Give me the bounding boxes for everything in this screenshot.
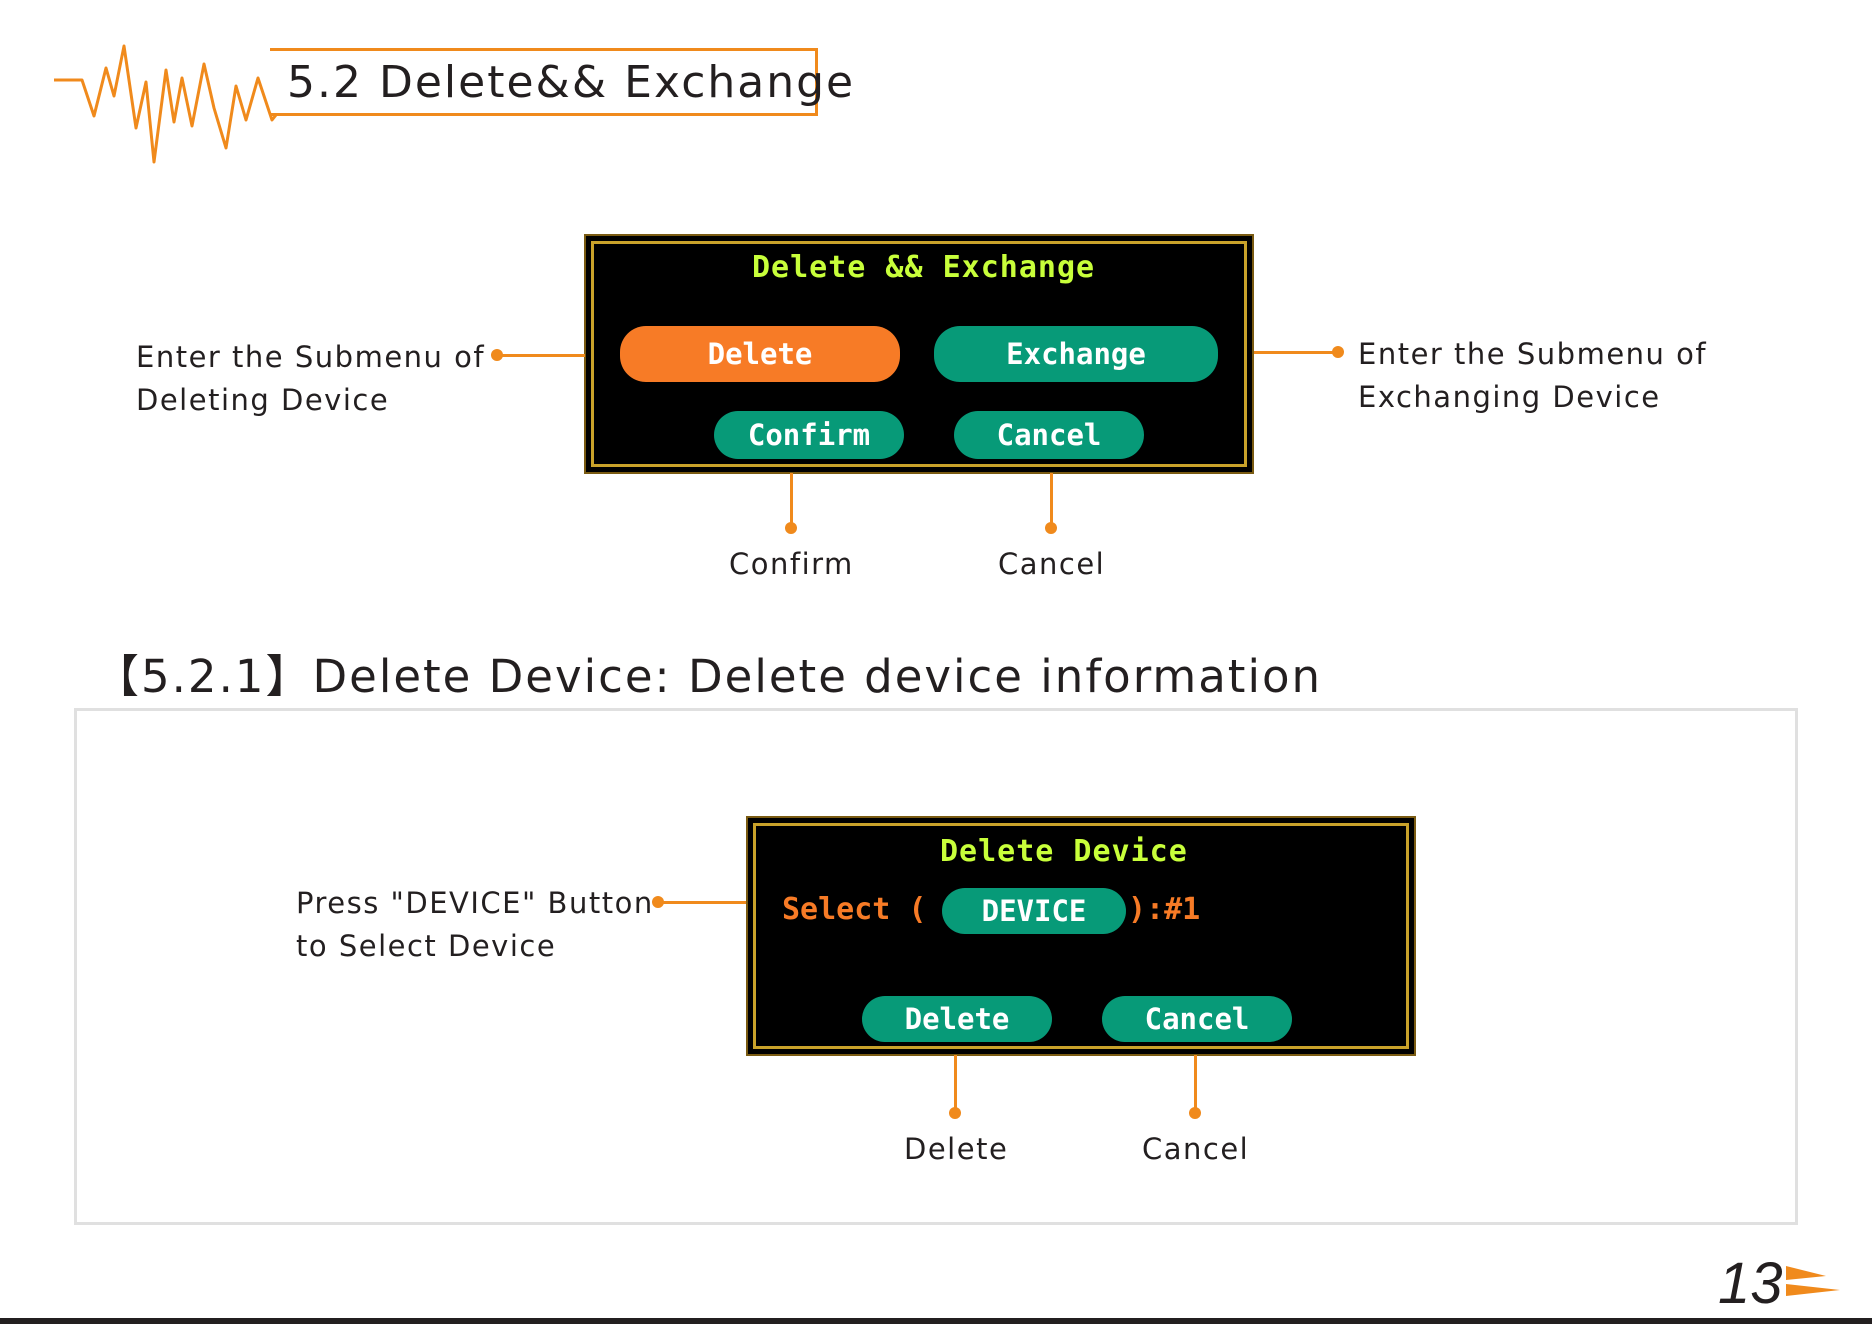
note-delete-submenu-line1: Enter the Submenu of: [136, 340, 486, 374]
device-button[interactable]: DEVICE: [942, 888, 1126, 934]
confirm-button[interactable]: Confirm: [714, 411, 904, 459]
waveform-icon: [54, 44, 278, 164]
chevron-logo-icon: [1786, 1266, 1840, 1296]
select-label: Select (: [782, 892, 927, 927]
note-cancel: Cancel: [1142, 1132, 1250, 1166]
note-cancel: Cancel: [998, 547, 1106, 581]
page-number: 13: [1718, 1251, 1783, 1316]
callout-line: [1050, 473, 1053, 525]
page-title: 5.2 Delete&& Exchange: [287, 57, 856, 108]
callout-line: [790, 473, 793, 525]
select-suffix: ):#1: [1128, 892, 1201, 927]
callout-line: [658, 901, 746, 904]
callout-line: [497, 354, 585, 357]
lcd-screen-delete-exchange: Delete && Exchange Delete Exchange Confi…: [584, 234, 1254, 474]
callout-dot: [1332, 346, 1344, 358]
delete-button[interactable]: Delete: [862, 996, 1052, 1042]
note-delete-submenu-line2: Deleting Device: [136, 383, 390, 417]
cancel-button[interactable]: Cancel: [1102, 996, 1292, 1042]
lcd-title: Delete Device: [940, 834, 1188, 869]
lcd-screen-delete-device: Delete Device Select ( DEVICE ):#1 Delet…: [746, 816, 1416, 1056]
callout-dot: [949, 1107, 961, 1119]
note-press-device-line1: Press "DEVICE" Button: [296, 886, 654, 920]
lcd-title: Delete && Exchange: [752, 250, 1096, 285]
exchange-button[interactable]: Exchange: [934, 326, 1218, 382]
callout-dot: [1045, 522, 1057, 534]
content-panel: [74, 708, 1798, 1225]
callout-dot: [785, 522, 797, 534]
callout-dot: [1189, 1107, 1201, 1119]
callout-line: [1254, 351, 1336, 354]
delete-button[interactable]: Delete: [620, 326, 900, 382]
section-title: 【5.2.1】Delete Device: Delete device info…: [94, 650, 1323, 703]
note-exchange-submenu-line1: Enter the Submenu of: [1358, 337, 1708, 371]
note-exchange-submenu-line2: Exchanging Device: [1358, 380, 1661, 414]
note-delete: Delete: [904, 1132, 1009, 1166]
header-title-frame: [270, 48, 818, 116]
note-press-device-line2: to Select Device: [296, 929, 557, 963]
footer-rule: [0, 1318, 1872, 1324]
cancel-button[interactable]: Cancel: [954, 411, 1144, 459]
callout-line: [1194, 1055, 1197, 1111]
note-confirm: Confirm: [729, 547, 854, 581]
callout-line: [954, 1055, 957, 1111]
